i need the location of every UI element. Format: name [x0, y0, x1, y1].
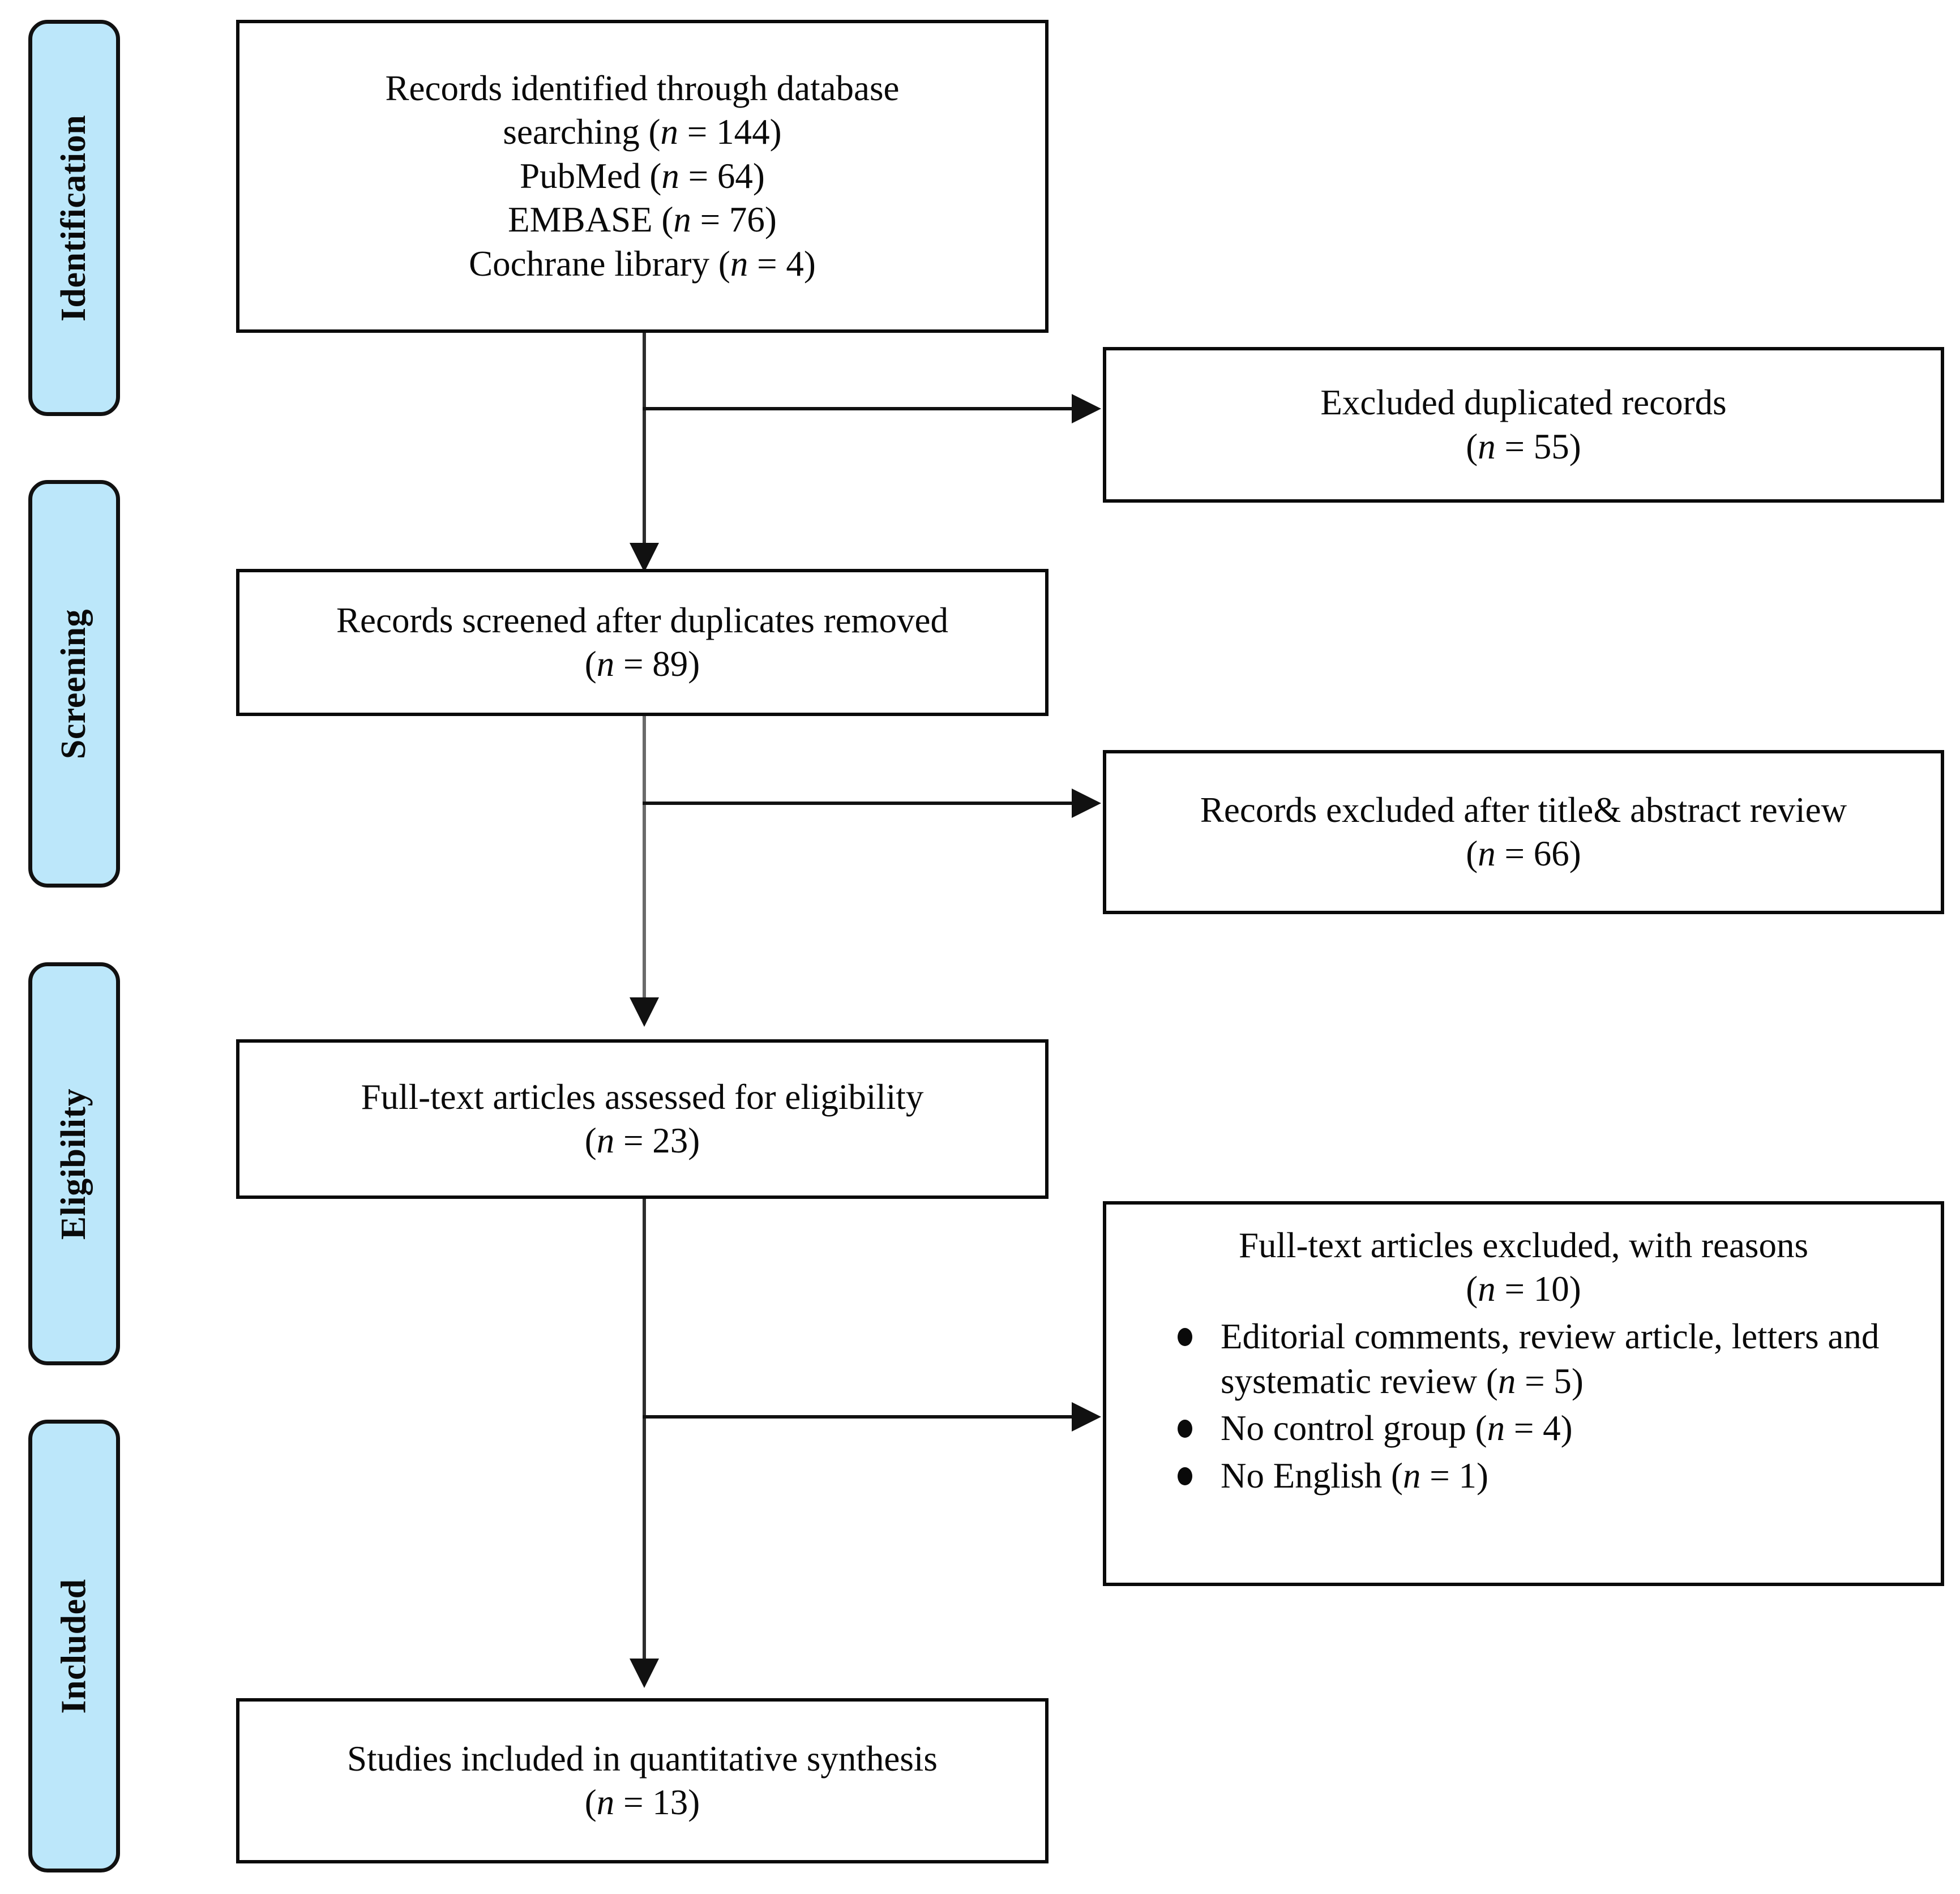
fulltext-assessed-line-2: (n = 23) — [584, 1121, 700, 1160]
fulltext-assessed-line-1: Full-text articles assessed for eligibil… — [361, 1077, 924, 1117]
list-item: No English (n = 1) — [1178, 1454, 1924, 1498]
box-fulltext-assessed: Full-text articles assessed for eligibil… — [236, 1039, 1049, 1199]
bullet-icon — [1178, 1467, 1192, 1485]
excluded-duplicates-line-1: Excluded duplicated records — [1320, 383, 1727, 423]
bullet-icon — [1178, 1420, 1192, 1438]
phase-band-identification: Identification — [28, 20, 120, 416]
bullet-icon — [1178, 1327, 1192, 1346]
records-identified-line-4: EMBASE (n = 76) — [508, 200, 777, 240]
box-records-screened: Records screened after duplicates remove… — [236, 569, 1049, 716]
records-identified-line-1: Records identified through database — [385, 68, 900, 108]
phase-band-screening: Screening — [28, 480, 120, 888]
studies-included-line-2: (n = 13) — [584, 1782, 700, 1822]
arrowhead-right-to-fulltext-excluded — [1072, 1402, 1101, 1432]
list-item: No control group (n = 4) — [1178, 1406, 1924, 1451]
box-records-identified: Records identified through database sear… — [236, 20, 1049, 333]
connector-fulltext-to-included — [643, 1199, 646, 1674]
list-item: Editorial comments, review article, lett… — [1178, 1314, 1924, 1404]
excluded-duplicates-line-2: (n = 55) — [1466, 426, 1581, 466]
records-identified-line-3: PubMed (n = 64) — [520, 156, 765, 196]
phase-label-included: Included — [54, 1578, 93, 1714]
reason-text: No English (n = 1) — [1221, 1455, 1488, 1496]
reason-text: Editorial comments, review article, lett… — [1221, 1316, 1880, 1402]
box-excluded-title-abstract: Records excluded after title& abstract r… — [1103, 750, 1944, 914]
fulltext-excluded-head-1: Full-text articles excluded, with reason… — [1239, 1225, 1808, 1265]
box-studies-included: Studies included in quantitative synthes… — [236, 1698, 1049, 1863]
records-screened-line-1: Records screened after duplicates remove… — [336, 600, 948, 640]
arrowhead-down-to-screened — [630, 543, 659, 572]
phase-band-eligibility: Eligibility — [28, 962, 120, 1365]
connector-branch-to-title-abstract — [643, 802, 1073, 805]
connector-screened-to-fulltext — [643, 716, 646, 1010]
connector-branch-to-fulltext-excluded — [643, 1415, 1073, 1419]
arrowhead-right-to-title-abstract — [1072, 789, 1101, 818]
arrowhead-down-to-included — [630, 1659, 659, 1688]
excluded-title-abstract-line-2: (n = 66) — [1466, 834, 1581, 873]
phase-label-eligibility: Eligibility — [54, 1088, 93, 1240]
excluded-title-abstract-line-1: Records excluded after title& abstract r… — [1200, 790, 1847, 830]
arrowhead-down-to-fulltext — [630, 997, 659, 1027]
fulltext-excluded-reason-list: Editorial comments, review article, lett… — [1123, 1314, 1924, 1501]
records-identified-line-5: Cochrane library (n = 4) — [469, 243, 816, 284]
fulltext-excluded-head-2: (n = 10) — [1466, 1269, 1581, 1309]
studies-included-line-1: Studies included in quantitative synthes… — [347, 1738, 938, 1779]
reason-text: No control group (n = 4) — [1221, 1408, 1573, 1449]
arrowhead-right-to-duplicates — [1072, 394, 1101, 423]
phase-band-included: Included — [28, 1420, 120, 1872]
box-excluded-duplicated-records: Excluded duplicated records (n = 55) — [1103, 347, 1944, 503]
connector-identified-to-screened — [643, 333, 646, 552]
phase-label-screening: Screening — [54, 609, 93, 759]
records-screened-line-2: (n = 89) — [584, 644, 700, 684]
records-identified-line-2: searching (n = 144) — [503, 112, 782, 152]
phase-label-identification: Identification — [54, 114, 93, 322]
connector-branch-to-duplicates — [643, 407, 1073, 410]
box-fulltext-excluded-reasons: Full-text articles excluded, with reason… — [1103, 1201, 1944, 1586]
